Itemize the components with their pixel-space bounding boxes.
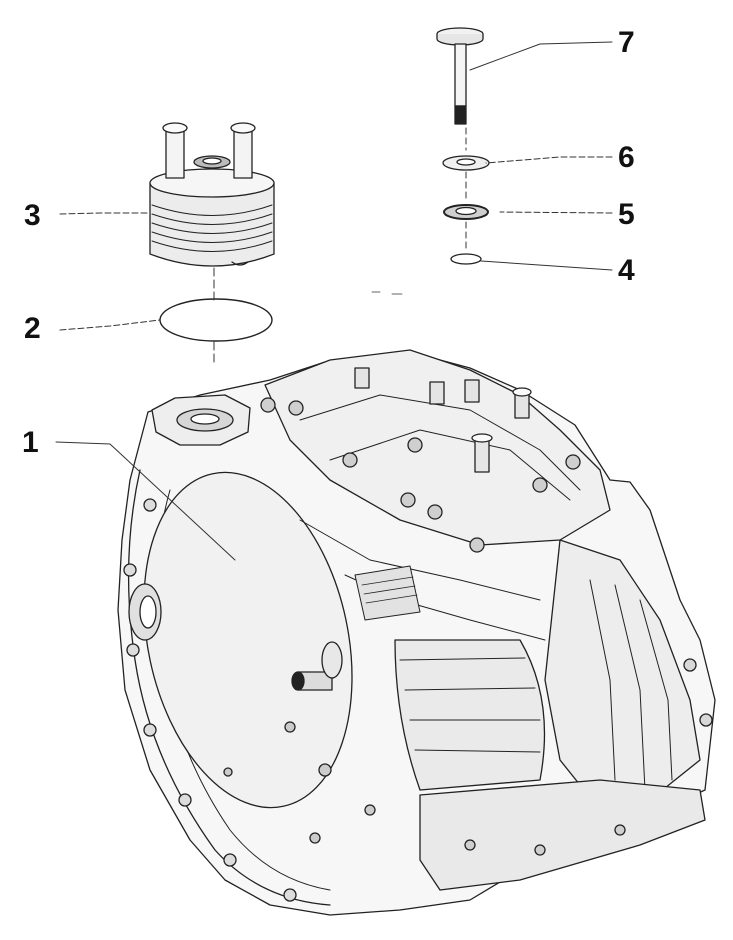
callout-6: 6 [618, 141, 635, 174]
callout-3: 3 [24, 199, 41, 232]
part-5-seal [443, 204, 489, 220]
part-6-washer [442, 155, 490, 171]
part-4-o-ring [450, 253, 482, 265]
part-1-transmission [117, 349, 716, 916]
part-7-bolt [436, 27, 484, 125]
leader-lines [55, 41, 613, 561]
callout-4: 4 [618, 254, 635, 287]
callout-5: 5 [618, 198, 635, 231]
callout-2: 2 [24, 312, 41, 345]
part-2-o-ring [159, 298, 273, 342]
part-3-oil-cooler [149, 122, 275, 267]
callout-1: 1 [22, 426, 39, 459]
callout-7: 7 [618, 26, 635, 59]
shift-shaft [291, 641, 343, 691]
